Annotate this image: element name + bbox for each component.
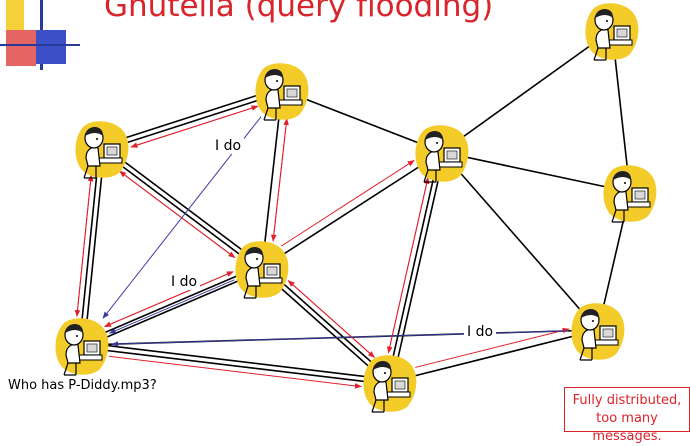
reply-arrow (111, 330, 569, 347)
peer-computer-icon (74, 120, 129, 179)
query-arrow (108, 355, 362, 389)
network-link (389, 329, 599, 383)
network-link (441, 29, 613, 153)
query-label: Who has P-Diddy.mp3? (8, 378, 157, 393)
peer-computer-icon (414, 124, 469, 183)
network-link (261, 151, 443, 269)
network-link (102, 91, 284, 152)
network-link (441, 151, 631, 193)
reply-label-2: I do (168, 274, 201, 290)
network-link (100, 149, 261, 271)
note-line-1: Fully distributed, (572, 393, 682, 408)
network-link (82, 269, 264, 349)
reply-arrow (108, 279, 235, 334)
title-main: Gnutella (104, 0, 235, 24)
peer-computer-icon (570, 302, 625, 361)
network-link (391, 152, 446, 383)
network-link (78, 147, 101, 345)
peer-computer-icon (54, 317, 109, 376)
network-link (386, 151, 441, 382)
peer-computer-icon (254, 62, 309, 121)
title-bullet-decoration (0, 0, 80, 70)
query-arrow (103, 271, 234, 328)
query-arrow (415, 327, 570, 368)
network-link (81, 346, 390, 386)
network-link (83, 148, 106, 346)
query-arrow (280, 160, 415, 247)
network-link (103, 145, 264, 267)
page-title: Gnutella (query flooding) (104, 0, 493, 24)
network-link (261, 89, 283, 269)
peer-computer-icon (362, 354, 417, 413)
query-arrow (270, 118, 288, 242)
reply-label-1: I do (212, 138, 245, 154)
title-sub: (query flooding) (234, 0, 494, 24)
query-arrow (119, 170, 236, 259)
query-arrow (387, 177, 429, 354)
query-arrow (74, 174, 92, 318)
network-link (100, 86, 282, 147)
network-link (281, 89, 443, 153)
reply-label-3: I do (464, 324, 497, 340)
note-box: Fully distributed, too many messages. (564, 387, 690, 444)
network-link (263, 265, 393, 381)
peer-computer-icon (602, 164, 657, 223)
network-diagram (54, 2, 657, 413)
query-arrow (130, 105, 258, 148)
query-arrow (287, 280, 375, 358)
network-link (441, 151, 599, 331)
network-link (82, 341, 391, 381)
note-line-2: too many messages. (592, 411, 662, 444)
peer-computer-icon (584, 2, 639, 61)
peer-computer-icon (234, 240, 289, 299)
